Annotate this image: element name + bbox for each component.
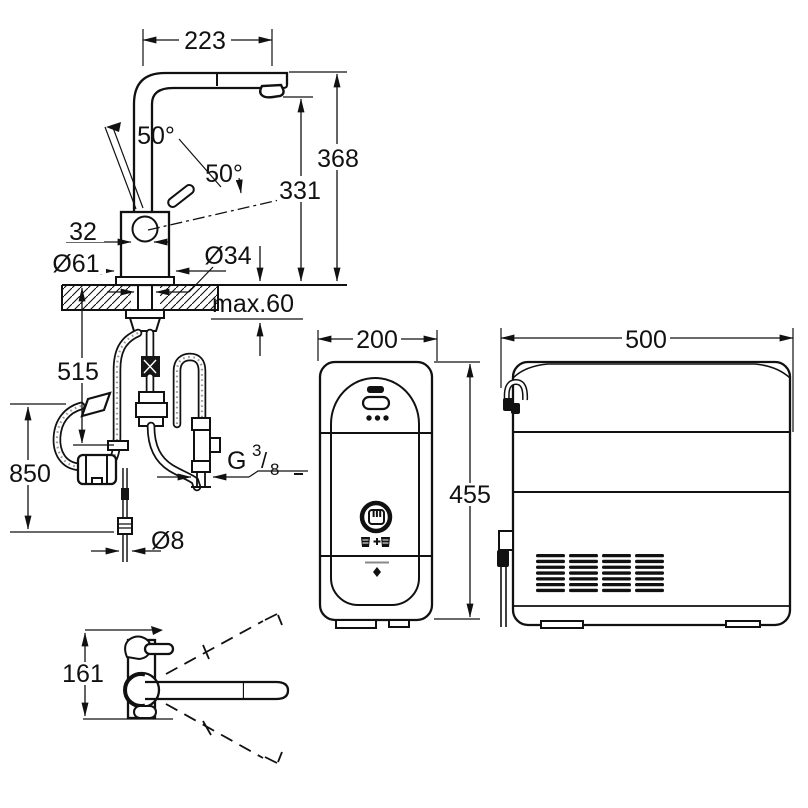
spout-reach-label: 223 xyxy=(184,27,226,55)
cooler-front-panel xyxy=(330,377,420,606)
valve-side-port xyxy=(209,437,221,453)
top-view-spray-head xyxy=(244,680,290,701)
micro-text xyxy=(365,561,389,564)
spray-angle-label: 50° xyxy=(205,160,243,188)
spout-inner-outline xyxy=(150,86,262,212)
dim-deck-thickness: max.60 xyxy=(211,246,303,356)
dim-body-width: 32 xyxy=(62,218,170,246)
cartridge-circle xyxy=(131,215,159,243)
countertop-section xyxy=(61,284,347,311)
capillary-fitting xyxy=(121,488,129,500)
dim-heights: 368 331 xyxy=(277,71,361,282)
vent-grille xyxy=(536,554,664,593)
power-cord xyxy=(497,530,514,627)
dim-hose-length-long: 850 xyxy=(7,403,114,533)
body-width-label: 32 xyxy=(69,218,97,246)
dim-cooler-depth: 500 xyxy=(500,326,794,432)
logo-glyph-icon xyxy=(368,509,385,525)
thread-numerator-label: 3 xyxy=(252,441,261,460)
valve-top-nut xyxy=(191,417,211,431)
cooler-width-label: 200 xyxy=(356,326,398,354)
cooler-front-view: 200 455 xyxy=(294,326,493,629)
cooler-side-body xyxy=(511,360,792,627)
cooler-height-label: 455 xyxy=(449,481,491,509)
faucet-top-view: 161 xyxy=(61,613,290,764)
hose-length-long-label: 850 xyxy=(9,460,51,488)
hose-length-mid-label: 515 xyxy=(57,358,99,386)
thread-denominator-label: 8 xyxy=(270,460,279,479)
cooler-front-foot xyxy=(335,619,377,629)
mounting-washer xyxy=(125,309,165,319)
dim-spout-reach: 223 xyxy=(142,27,273,66)
spout-outline xyxy=(132,71,289,212)
handle-lever xyxy=(167,184,195,208)
filter-head-nut xyxy=(138,391,165,404)
angle-valve-body xyxy=(193,429,211,463)
dim-capillary-diameter: Ø8 xyxy=(91,527,184,555)
dim-thread: G 3 / 8 xyxy=(157,441,308,481)
base-flange xyxy=(115,276,175,286)
aerator-outlet xyxy=(259,83,285,99)
swivel-arrow-icon xyxy=(151,626,163,635)
dim-hose-length-mid: 515 xyxy=(53,287,114,446)
cooler-side-view: 500 xyxy=(497,326,794,629)
cooler-front-foot-right xyxy=(388,619,410,628)
capillary-diameter-label: Ø8 xyxy=(151,527,184,555)
dim-top-view-depth: 161 xyxy=(61,626,173,720)
base-diameter-label: Ø61 xyxy=(52,250,99,278)
under-sink-schematic: 515 850 G 3 / 8 Ø8 xyxy=(7,287,308,562)
capillary-connector xyxy=(117,517,133,535)
top-view-depth-label: 161 xyxy=(62,660,104,688)
dim-cooler-width: 200 xyxy=(317,326,438,361)
button-oval-icon xyxy=(361,395,391,411)
cooler-depth-label: 500 xyxy=(625,326,667,354)
spray-angle-arrow-icon xyxy=(235,177,243,194)
angle-arrow-icon xyxy=(106,122,121,132)
hose-port-top xyxy=(503,378,529,414)
lid-seam xyxy=(512,363,791,379)
cooler-side-foot xyxy=(540,620,584,629)
shank-diameter-label: Ø34 xyxy=(204,242,251,270)
cooler-side-foot-right xyxy=(725,620,761,628)
height-total-label: 368 xyxy=(317,145,359,173)
spray-head-pulled xyxy=(80,391,112,418)
led-dots-icon xyxy=(366,415,389,421)
dim-base-diameter: Ø61 xyxy=(46,250,226,278)
handle-angle-label: 50° xyxy=(137,122,175,150)
faucet-side-view: 50° 50° 223 368 331 32 Ø61 Ø34 xyxy=(46,27,361,356)
footer-arrow-icon xyxy=(373,567,381,577)
mounting-nut xyxy=(128,317,162,332)
top-view-base-tab xyxy=(133,705,157,719)
height-outlet-label: 331 xyxy=(279,177,321,205)
top-view-handle-lever xyxy=(143,642,175,656)
valve-bottom-nut xyxy=(191,460,211,473)
dim-cooler-height: 455 xyxy=(434,361,493,620)
cups-plus-icon xyxy=(361,537,390,547)
swivel-range-dashes xyxy=(165,613,283,764)
top-view-handle-knob xyxy=(124,635,152,661)
deck-thickness-label: max.60 xyxy=(212,290,294,318)
display-slot-icon xyxy=(367,386,384,393)
filter-head-body xyxy=(135,402,168,418)
thread-slash-label: / xyxy=(261,448,268,473)
thread-letter-label: G xyxy=(227,447,246,475)
